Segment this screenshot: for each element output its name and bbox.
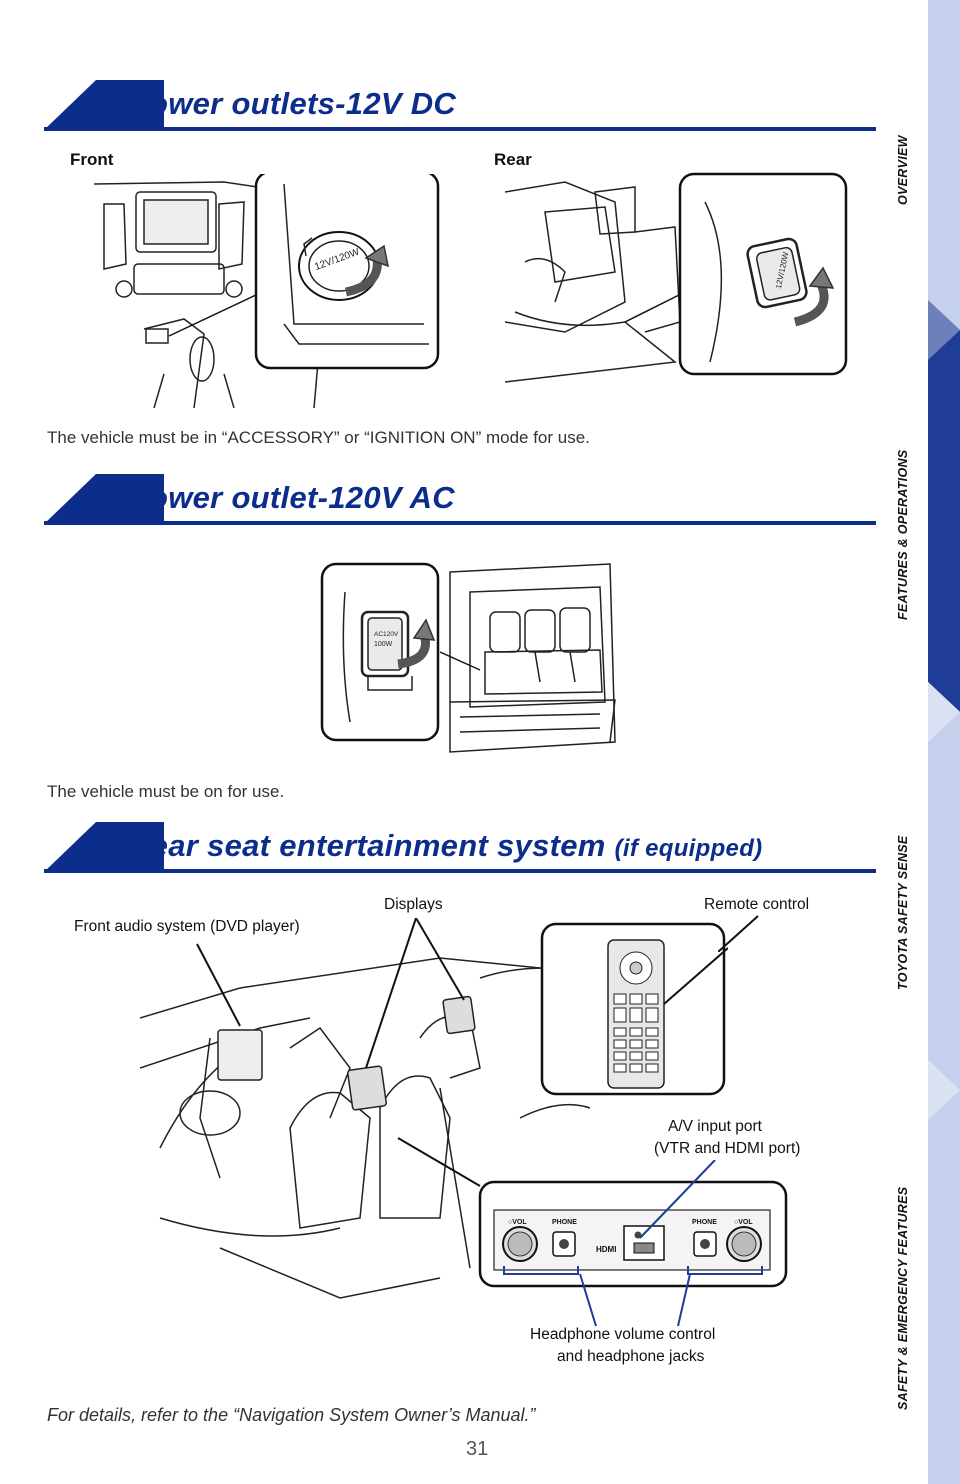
av-panel-closeup: ○VOL PHONE HDMI PHONE ○VOL — [478, 1180, 788, 1288]
panel-label-vol-right: ○VOL — [734, 1219, 753, 1226]
ac-outlet-marking-2: 100W — [374, 641, 393, 648]
section-tab-strip: OVERVIEW FEATURES & OPERATIONS TOYOTA SA… — [892, 0, 960, 1484]
callout-remote-control: Remote control — [704, 896, 810, 913]
section-rule — [44, 127, 876, 131]
section-heading-swoosh — [44, 474, 164, 524]
remote-control-closeup — [540, 922, 728, 1096]
tab-features-shape — [928, 300, 960, 712]
front-outlet-illustration: 12V/120W — [93, 174, 440, 408]
tab-tss-shape — [928, 682, 960, 1090]
rse-title-suffix: (if equipped) — [614, 835, 763, 862]
callout-headphone-line1: Headphone volume control — [530, 1326, 716, 1343]
note-120v-ac: The vehicle must be on for use. — [47, 782, 285, 801]
section-rule — [44, 869, 876, 873]
av-callout-leaders — [579, 1160, 716, 1327]
tab-toyota-safety-sense[interactable]: TOYOTA SAFETY SENSE — [896, 835, 910, 990]
remote-callout-line — [718, 915, 759, 952]
section-heading-swoosh — [44, 822, 164, 872]
tab-overview-shape — [928, 0, 960, 330]
section-title-12v-dc: Power outlets-12V DC — [128, 86, 457, 121]
section-rule — [44, 521, 876, 525]
tab-strip-shapes — [928, 0, 960, 1484]
callout-displays: Displays — [384, 896, 443, 913]
tab-safety-emergency[interactable]: SAFETY & EMERGENCY FEATURES — [896, 1186, 910, 1410]
section-title-120v-ac: Power outlet-120V AC — [128, 480, 455, 515]
callout-av-input-line1: A/V input port — [668, 1118, 762, 1135]
section-heading-swoosh — [44, 80, 164, 130]
panel-label-phone-left: PHONE — [552, 1219, 577, 1226]
ac-outlet-marking-1: AC120V — [374, 631, 399, 638]
section-title-rse: Rear seat entertainment system (if equip… — [128, 828, 762, 864]
rse-title-main: Rear seat entertainment system — [128, 828, 606, 863]
tab-safety-shape — [928, 1060, 960, 1484]
panel-label-phone-right: PHONE — [692, 1219, 717, 1226]
callout-headphone-line2: and headphone jacks — [557, 1348, 705, 1365]
panel-label-hdmi: HDMI — [596, 1245, 616, 1254]
rear-label: Rear — [494, 150, 532, 169]
tab-features-operations[interactable]: FEATURES & OPERATIONS — [896, 449, 910, 620]
panel-label-vol-left: ○VOL — [508, 1219, 527, 1226]
tab-overview[interactable]: OVERVIEW — [896, 135, 910, 205]
rear-outlet-illustration: 12V/120W — [505, 172, 848, 383]
callout-front-audio: Front audio system (DVD player) — [74, 918, 300, 935]
ac-outlet-illustration: AC120V 100W — [320, 562, 616, 753]
front-label: Front — [70, 150, 114, 169]
callout-av-input-line2: (VTR and HDMI port) — [654, 1140, 801, 1157]
page-number: 31 — [466, 1438, 489, 1460]
footnote: For details, refer to the “Navigation Sy… — [47, 1405, 536, 1425]
note-12v-dc: The vehicle must be in “ACCESSORY” or “I… — [47, 428, 590, 447]
